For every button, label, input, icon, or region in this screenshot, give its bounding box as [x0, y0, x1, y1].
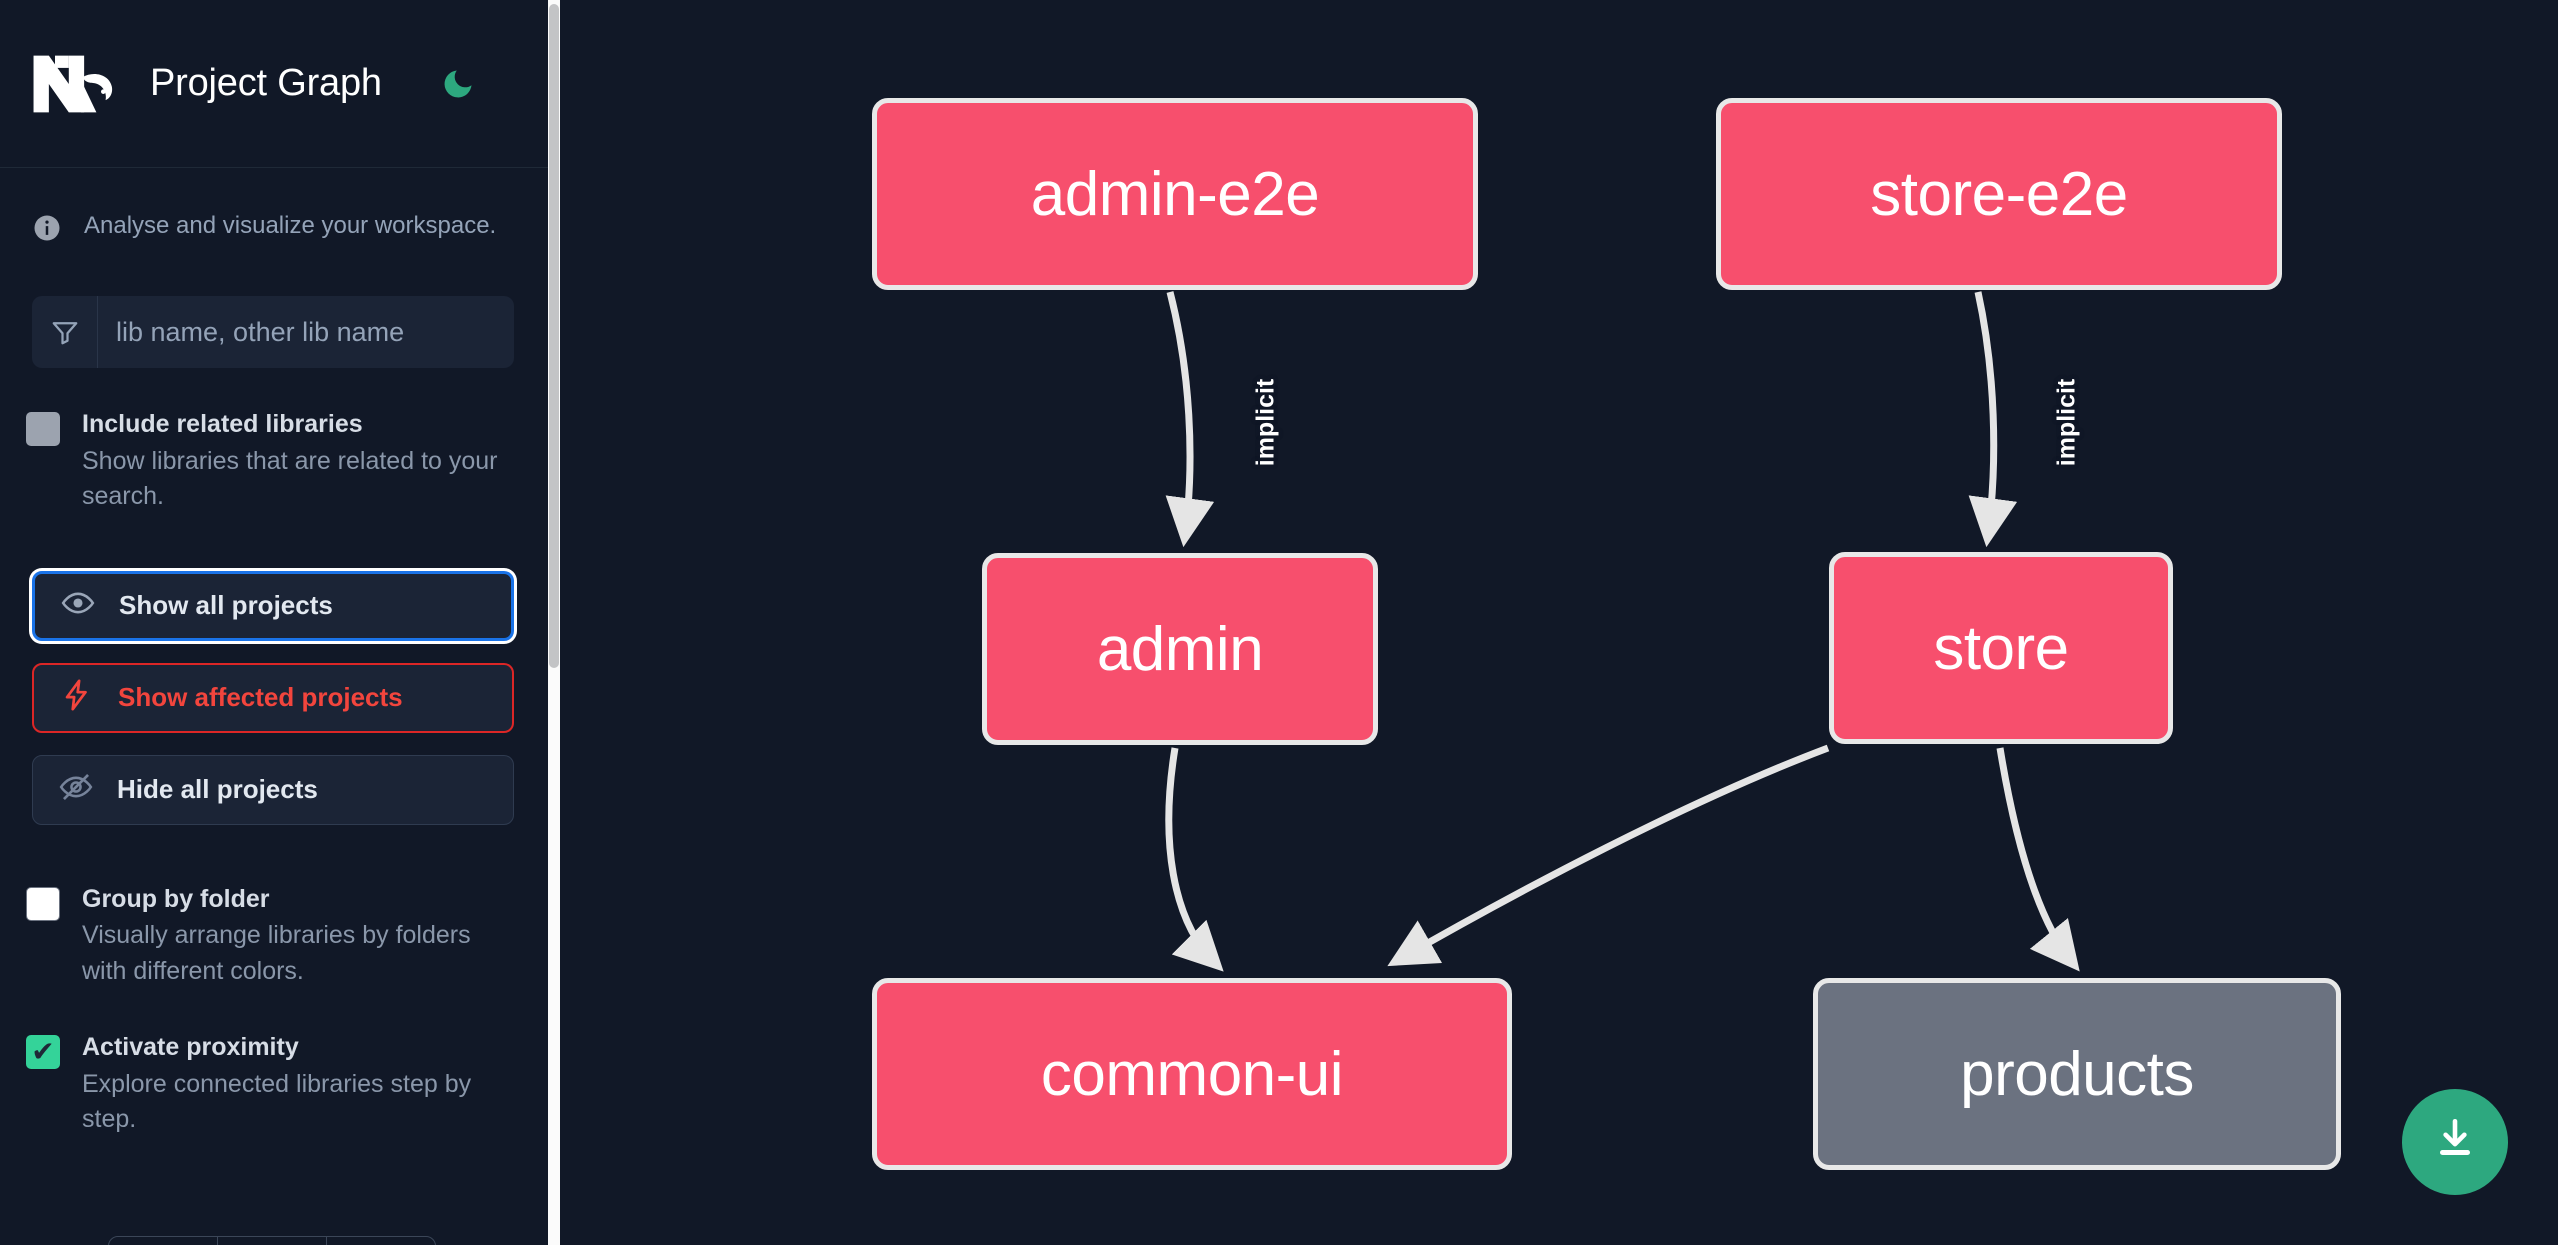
edge-store-to-common-ui: [1387, 744, 1830, 967]
option-description: Explore connected libraries step by step…: [82, 1069, 472, 1134]
option-title: Activate proximity: [82, 1033, 299, 1061]
check-mark-icon: ✔: [31, 1035, 55, 1068]
hide-all-projects-label: Hide all projects: [117, 774, 318, 804]
show-affected-projects-label: Show affected projects: [118, 682, 403, 712]
option-title: Group by folder: [82, 884, 270, 913]
option-activate-proximity[interactable]: ✔ Activate proximity Explore connected l…: [0, 1031, 548, 1138]
show-all-projects-label: Show all projects: [119, 590, 333, 620]
graph-edges: [1165, 291, 2080, 972]
show-all-projects-button[interactable]: Show all projects: [32, 570, 514, 641]
graph-node-common-ui[interactable]: common-ui: [872, 978, 1512, 1170]
option-description: Show libraries that are related to your …: [82, 446, 498, 511]
bolt-icon: [60, 678, 94, 717]
projects-button-group: Show all projects Show affected projects: [32, 570, 514, 825]
download-icon: [2430, 1115, 2480, 1170]
search-field[interactable]: [32, 296, 514, 368]
sidebar-header: Project Graph: [0, 0, 548, 168]
eye-off-icon: [59, 770, 93, 809]
segment-option[interactable]: [218, 1237, 327, 1245]
option-include-related-libraries[interactable]: Include related libraries Show libraries…: [0, 408, 548, 515]
segment-option[interactable]: [327, 1237, 435, 1245]
option-group-by-folder[interactable]: Group by folder Visually arrange librari…: [0, 883, 548, 990]
page-title: Project Graph: [150, 62, 382, 104]
search-input[interactable]: [98, 296, 514, 368]
edge-store-e2e-to-store: [1968, 291, 2018, 548]
checkbox-activate-proximity[interactable]: ✔: [26, 1035, 60, 1069]
sidebar-scrollbar-thumb[interactable]: [549, 4, 559, 668]
option-title: Include related libraries: [82, 410, 363, 438]
download-button[interactable]: [2402, 1089, 2508, 1195]
edge-admin-to-common-ui: [1165, 747, 1224, 972]
show-affected-projects-button[interactable]: Show affected projects: [32, 662, 514, 733]
graph-node-store-e2e[interactable]: store-e2e: [1716, 98, 2282, 290]
edge-store-to-products: [1996, 747, 2080, 972]
segment-option[interactable]: [109, 1237, 218, 1245]
graph-node-admin[interactable]: admin: [982, 553, 1378, 745]
graph-node-products[interactable]: products: [1813, 978, 2341, 1170]
graph-canvas[interactable]: implicit implicit admin-e2e store-e2e ad…: [560, 0, 2558, 1245]
hide-all-projects-button[interactable]: Hide all projects: [32, 754, 514, 825]
checkbox-include-related-libraries[interactable]: [26, 412, 60, 446]
checkbox-group-by-folder[interactable]: [26, 886, 60, 921]
filter-icon: [32, 296, 98, 368]
eye-icon: [61, 586, 95, 625]
segmented-control-partial[interactable]: [108, 1236, 436, 1245]
sidebar: Project Graph Analyse and visualize your…: [0, 0, 560, 1245]
option-description: Visually arrange libraries by folders wi…: [82, 921, 471, 985]
moon-icon[interactable]: [436, 62, 480, 106]
graph-node-admin-e2e[interactable]: admin-e2e: [872, 98, 1478, 290]
info-icon: [32, 213, 62, 248]
edge-admin-e2e-to-admin: [1165, 291, 1215, 548]
workspace-note-text: Analyse and visualize your workspace.: [84, 212, 497, 239]
workspace-note: Analyse and visualize your workspace.: [0, 168, 548, 248]
nx-logo-icon: [32, 54, 124, 114]
graph-node-store[interactable]: store: [1829, 552, 2173, 744]
